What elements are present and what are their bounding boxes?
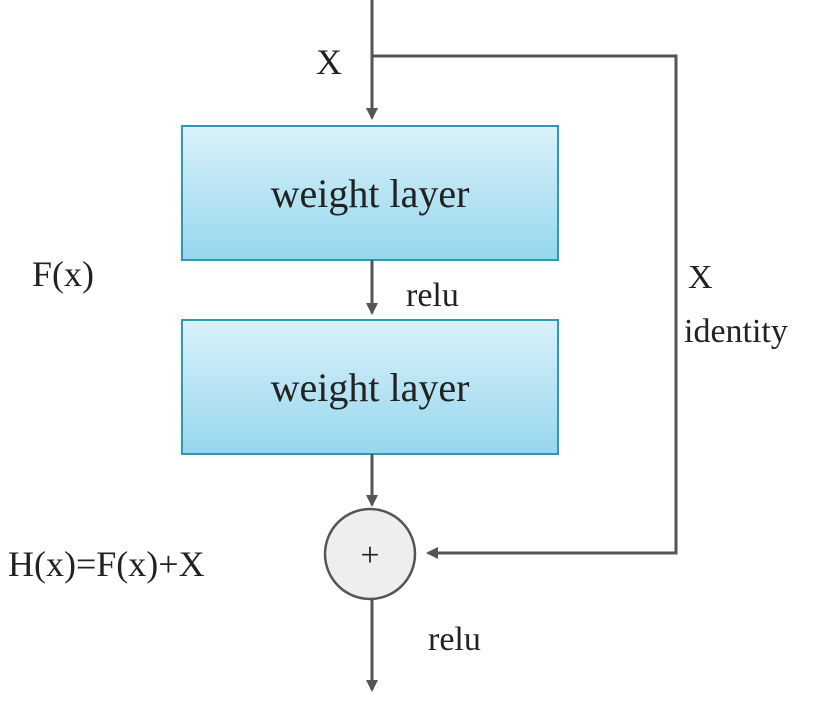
weight-layer-box-1 <box>181 125 559 261</box>
weight-layer-box-2 <box>181 319 559 455</box>
add-symbol: + <box>360 537 379 574</box>
input-label: X <box>316 42 342 82</box>
relu-label-1: relu <box>406 277 459 314</box>
add-node <box>323 507 417 601</box>
shortcut-input-label: X <box>688 259 713 296</box>
weight-layer-label-1: weight layer <box>271 171 470 216</box>
identity-label: identity <box>684 313 788 350</box>
output-equation-label: H(x)=F(x)+X <box>8 544 205 584</box>
weight-layer-label-2: weight layer <box>271 365 470 410</box>
residual-function-label: F(x) <box>32 254 94 294</box>
relu-label-2: relu <box>428 621 481 658</box>
shortcut-connection-line <box>372 54 678 559</box>
